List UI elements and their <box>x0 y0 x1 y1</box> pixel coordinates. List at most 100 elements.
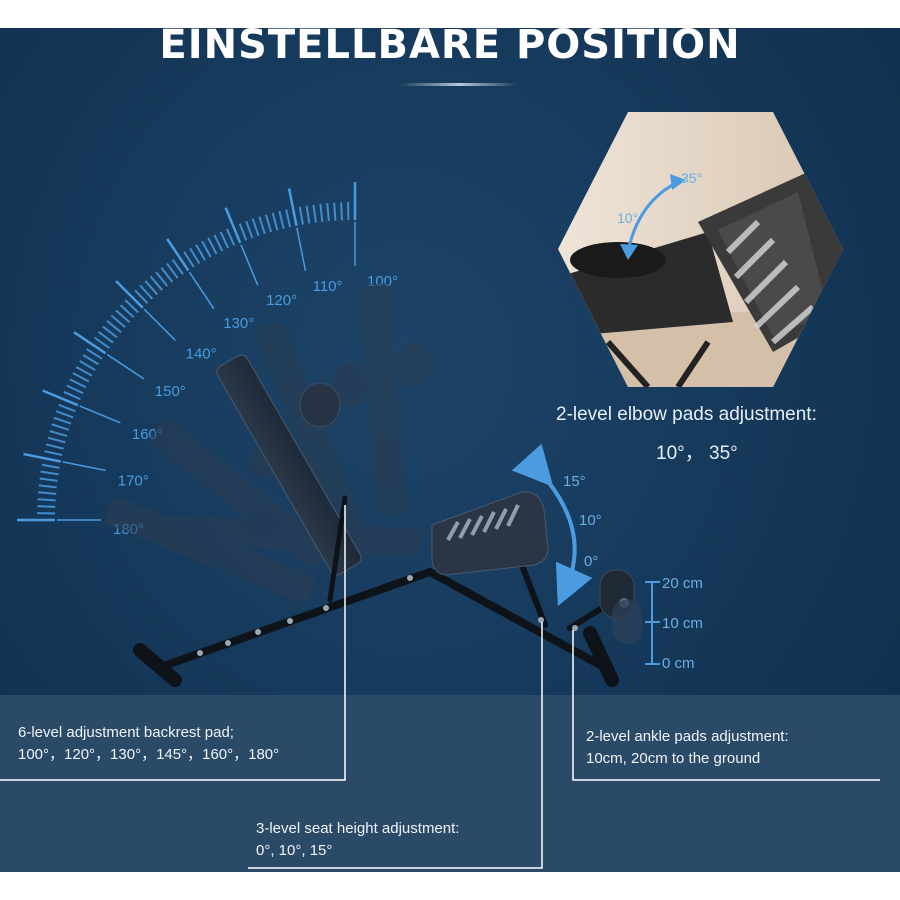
scale-tick <box>41 463 60 469</box>
scale-tick <box>42 389 79 407</box>
scale-tick <box>251 218 260 237</box>
ankle-height-20: 20 cm <box>662 575 703 592</box>
scale-tick <box>47 436 66 444</box>
seat-callout-line2: 0°, 10°, 15° <box>256 842 333 859</box>
scale-label: 110° <box>313 278 343 295</box>
scale-tick <box>115 280 144 309</box>
ankle-height-10: 10 cm <box>662 615 703 632</box>
backrest-callout-line1: 6-level adjustment backrest pad; <box>18 724 234 741</box>
scale-tick <box>298 206 304 225</box>
scale-leader-line <box>143 308 176 341</box>
scale-tick <box>155 271 169 287</box>
scale-tick <box>106 320 122 334</box>
scale-tick <box>124 299 139 314</box>
caption-band <box>0 695 900 872</box>
frame-holes <box>197 575 578 656</box>
seat-angle-15: 15° <box>563 473 586 490</box>
ankle-pads <box>599 569 642 644</box>
scale-tick <box>245 220 254 239</box>
scale-tick <box>93 336 110 349</box>
scale-tick <box>326 203 330 222</box>
scale-tick <box>97 331 114 344</box>
ghost-backrest-positions <box>104 283 432 604</box>
scale-tick <box>51 423 70 431</box>
scale-tick <box>53 416 72 425</box>
scale-tick <box>82 354 100 366</box>
scale-tick <box>119 304 135 319</box>
scale-tick <box>258 216 266 235</box>
scale-tick <box>333 202 337 221</box>
scale-tick <box>144 280 158 296</box>
scale-tick <box>72 372 90 383</box>
scale-tick <box>86 348 103 360</box>
scale-tick <box>69 378 87 389</box>
scale-leader-line <box>240 244 259 286</box>
scale-tick <box>75 366 93 377</box>
scale-label: 130° <box>223 315 254 332</box>
seat-angle-10: 10° <box>579 512 602 529</box>
scale-tick <box>285 209 292 228</box>
scale-tick <box>37 505 56 508</box>
scale-tick <box>44 450 63 457</box>
scale-tick <box>166 238 190 272</box>
scale-tick <box>224 207 242 244</box>
scale-label: 120° <box>266 292 297 309</box>
scale-tick <box>312 204 317 223</box>
scale-tick <box>195 244 206 261</box>
scale-tick <box>58 403 76 413</box>
scale-label: 150° <box>155 383 186 400</box>
elbow-angle-label-10: 10° <box>617 210 639 226</box>
scale-leader-line <box>106 353 145 380</box>
scale-tick <box>226 228 236 246</box>
page-title: EINSTELLBARE POSITION <box>159 22 741 68</box>
main-backrest <box>216 354 362 576</box>
scale-tick <box>213 234 224 252</box>
title-underline <box>400 83 518 86</box>
scale-tick <box>271 212 279 231</box>
elbow-angle-label-35: 35° <box>681 170 703 186</box>
scale-tick <box>238 223 248 241</box>
scale-tick <box>171 258 184 275</box>
scale-tick <box>37 498 56 502</box>
scale-leader-line <box>296 227 307 272</box>
elbow-pad-photo <box>558 112 843 387</box>
scale-tick <box>278 210 285 229</box>
scale-tick <box>55 410 74 419</box>
scale-tick <box>166 262 179 279</box>
ankle-callout-line1: 2-level ankle pads adjustment: <box>586 728 789 745</box>
scale-tick <box>79 360 96 371</box>
scale-tick <box>219 231 230 249</box>
scale-tick <box>139 284 154 300</box>
scale-tick <box>207 237 218 255</box>
elbow-caption: 2-level elbow pads adjustment: <box>556 404 817 425</box>
scale-tick <box>110 314 126 328</box>
scale-tick <box>45 443 64 450</box>
scale-tick <box>23 452 62 463</box>
scale-tick <box>134 289 149 304</box>
scale-tick <box>149 275 163 291</box>
scale-tick <box>319 203 324 222</box>
scale-tick <box>66 384 84 395</box>
scale-leader-line <box>188 271 215 310</box>
scale-tick <box>115 309 131 323</box>
ankle-callout-line2: 10cm, 20cm to the ground <box>586 750 761 767</box>
bottom-margin <box>0 872 900 900</box>
seat-callout-line1: 3-level seat height adjustment: <box>256 820 460 837</box>
elbow-values: 10°， 35° <box>656 443 738 464</box>
scale-tick <box>63 391 81 401</box>
ankle-height-0: 0 cm <box>662 655 695 672</box>
scale-tick <box>73 331 107 355</box>
seat-angle-0: 0° <box>584 553 599 570</box>
scale-tick <box>305 205 311 224</box>
scale-tick <box>40 470 59 476</box>
scale-tick <box>39 477 58 482</box>
scale-leader-line <box>79 405 121 424</box>
scale-leader-line <box>62 461 107 472</box>
scale-tick <box>102 325 118 339</box>
top-margin <box>0 0 900 28</box>
